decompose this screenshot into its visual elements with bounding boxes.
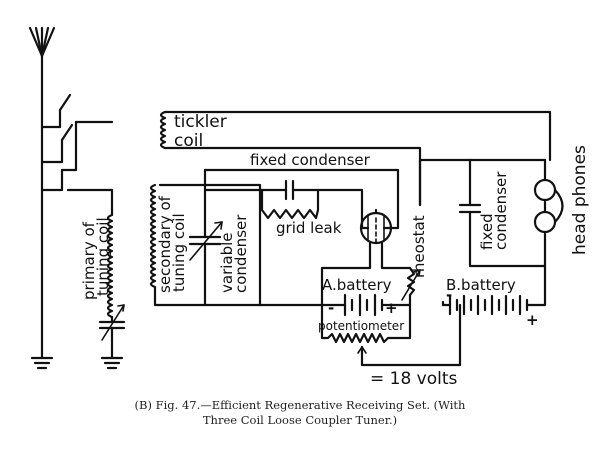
- antenna-switch: [40, 93, 114, 217]
- b-battery: [441, 264, 547, 316]
- head-phones: [533, 158, 564, 268]
- label-condenser: condenser: [232, 214, 250, 293]
- label-secondary: secondary of: [156, 195, 174, 293]
- figure-caption-line-2: Three Coil Loose Coupler Tuner.): [202, 413, 398, 427]
- label-plus-b: +: [526, 311, 539, 329]
- ground-symbol-left: [30, 356, 54, 370]
- variable-condenser: [188, 168, 223, 307]
- figure-caption-line-1: (B) Fig. 47.—Efficient Regenerative Rece…: [134, 398, 466, 412]
- label-condenser-2: condenser: [492, 171, 510, 250]
- label-a-battery: A.battery: [322, 276, 392, 294]
- label-primary: primary of: [80, 221, 98, 300]
- a-battery-circuit: [258, 260, 421, 307]
- label-tuning-coil: tuning coil: [94, 217, 112, 296]
- antenna-symbol: [28, 26, 56, 360]
- label-volts: = 18 volts: [370, 369, 458, 389]
- phone-circuit: [418, 158, 547, 268]
- label-potentiometer: potentiometer: [318, 319, 404, 333]
- label-rheostat: rheostat: [410, 215, 428, 278]
- label-grid-leak: grid leak: [276, 219, 342, 237]
- label-tickler: tickler: [174, 112, 227, 132]
- label-fixed-condenser-top: fixed condenser: [250, 151, 371, 169]
- primary-variable-condenser: [98, 304, 126, 360]
- label-b-battery: B.battery: [446, 276, 516, 294]
- label-fixed: fixed: [478, 213, 496, 250]
- label-plus-a: +: [385, 299, 398, 317]
- label-tuning-coil-2: tuning coil: [170, 213, 188, 292]
- ground-symbol-primary: [100, 356, 124, 370]
- vacuum-tube: [359, 208, 400, 264]
- grid-condenser-and-leak: [203, 168, 400, 230]
- a-battery-cells: [320, 293, 392, 317]
- label-minus-b: -: [446, 286, 452, 304]
- label-variable: variable: [218, 232, 236, 293]
- secondary-tuning-coil: [149, 183, 262, 307]
- label-coil: coil: [174, 131, 203, 151]
- potentiometer: [320, 303, 462, 367]
- label-minus-a: -: [328, 299, 334, 317]
- label-head-phones: head phones: [570, 145, 590, 255]
